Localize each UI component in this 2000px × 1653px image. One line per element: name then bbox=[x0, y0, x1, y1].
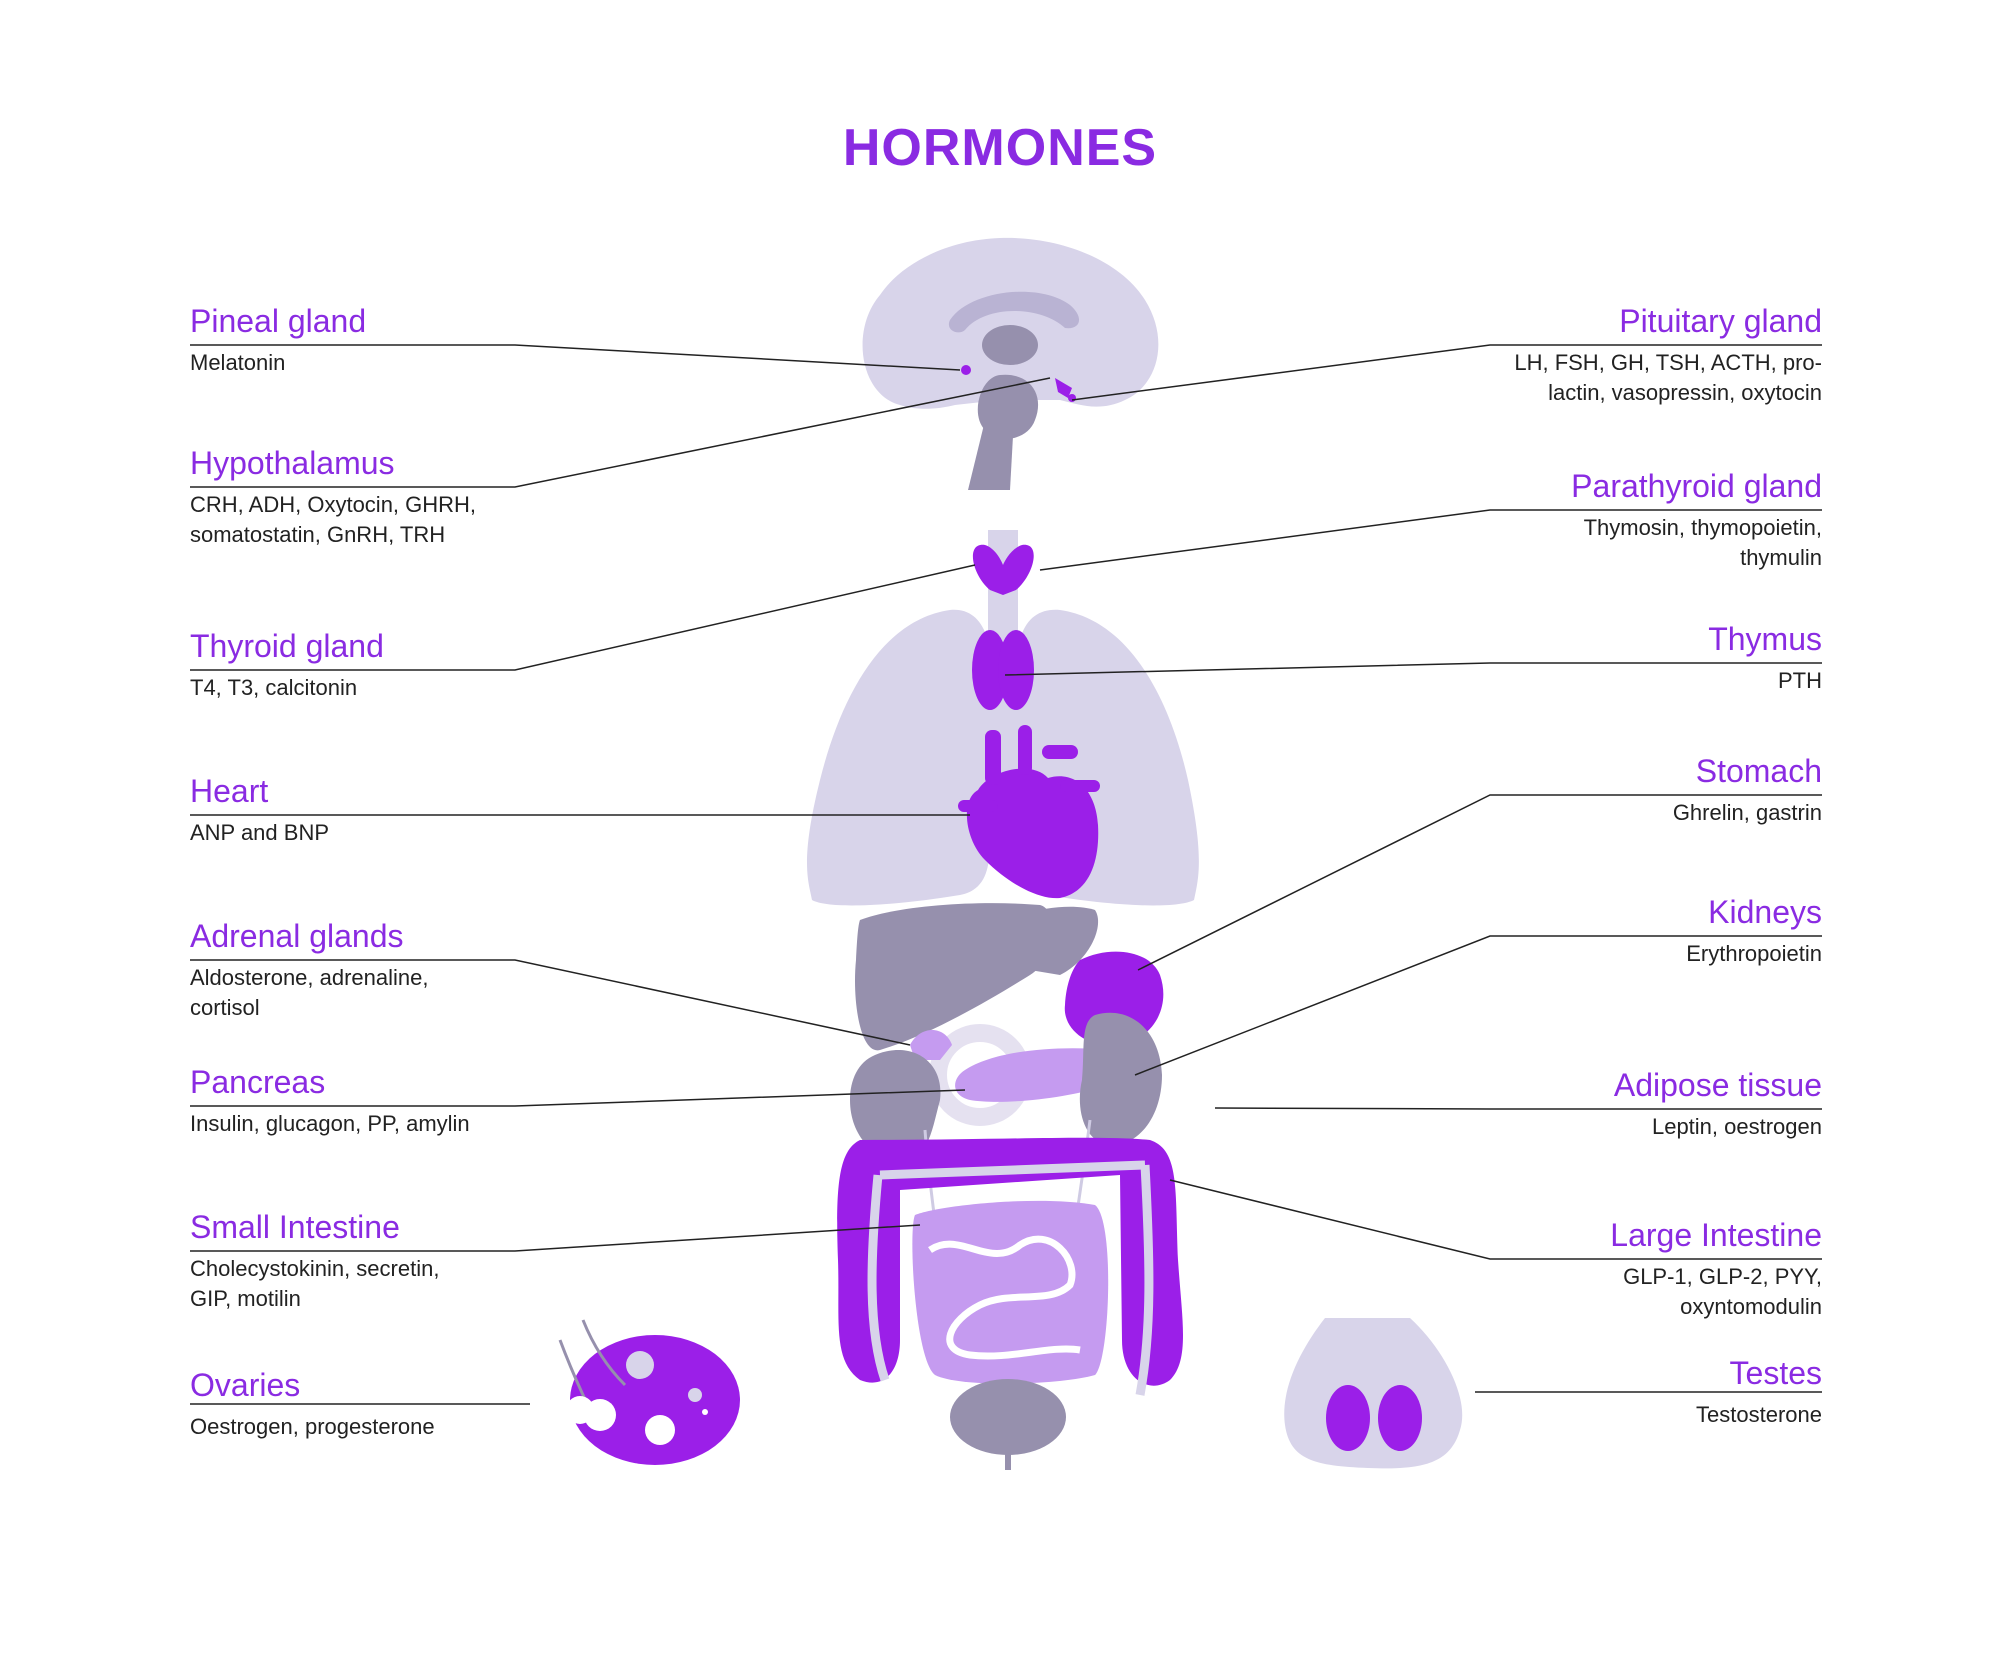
pituitary-gland-marker bbox=[1055, 378, 1072, 398]
hormone-line: Thymosin, thymopoietin, bbox=[1583, 515, 1822, 540]
label-hormones: CRH, ADH, Oxytocin, GHRH, somatostatin, … bbox=[190, 490, 476, 550]
label-name: Stomach bbox=[1695, 753, 1822, 789]
leader-pineal bbox=[190, 344, 961, 371]
label-name: Pituitary gland bbox=[1619, 303, 1822, 339]
label-hormones: Melatonin bbox=[190, 348, 366, 378]
hormone-line: ANP and BNP bbox=[190, 820, 330, 845]
label-hormones: Erythropoietin bbox=[1686, 939, 1822, 969]
hormone-line: cortisol bbox=[190, 995, 260, 1020]
label-name: Testes bbox=[1729, 1355, 1822, 1391]
hormone-line: LH, FSH, GH, TSH, ACTH, pro- bbox=[1514, 350, 1822, 375]
heart-illustration bbox=[958, 725, 1100, 899]
label-pancreas: Pancreas Insulin, glucagon, PP, amylin bbox=[190, 1063, 470, 1139]
bladder-illustration bbox=[950, 1379, 1066, 1455]
label-name: Pineal gland bbox=[190, 303, 367, 339]
leader-hypothalamus bbox=[190, 377, 1051, 488]
label-name: Kidneys bbox=[1708, 894, 1822, 930]
leader-thyroid bbox=[190, 564, 976, 671]
label-name: Adipose tissue bbox=[1613, 1067, 1822, 1103]
hormone-line: GLP-1, GLP-2, PYY, bbox=[1623, 1264, 1822, 1289]
label-hormones: Testosterone bbox=[1696, 1400, 1822, 1430]
hormone-line: Cholecystokinin, secretin, bbox=[190, 1256, 440, 1281]
label-name: Parathyroid gland bbox=[1571, 468, 1822, 504]
ovary-illustration bbox=[558, 1319, 740, 1465]
label-hormones: T4, T3, calcitonin bbox=[190, 673, 384, 703]
hormone-line: Oestrogen, progesterone bbox=[190, 1414, 435, 1439]
hormone-line: GIP, motilin bbox=[190, 1286, 301, 1311]
leader-kidneys bbox=[1134, 935, 1822, 1076]
leader-pancreas bbox=[190, 1089, 966, 1107]
label-hormones: LH, FSH, GH, TSH, ACTH, pro- lactin, vas… bbox=[1514, 348, 1822, 408]
label-hormones: GLP-1, GLP-2, PYY, oxyntomodulin bbox=[1610, 1262, 1822, 1322]
label-heart: Heart ANP and BNP bbox=[190, 772, 329, 848]
label-ovaries: Ovaries Oestrogen, progesterone bbox=[190, 1366, 435, 1442]
adrenal-gland-illustration bbox=[910, 1030, 952, 1060]
label-parathyroid-gland: Parathyroid gland Thymosin, thymopoietin… bbox=[1571, 467, 1822, 573]
label-name: Ovaries bbox=[190, 1367, 301, 1403]
label-hormones: Aldosterone, adrenaline, cortisol bbox=[190, 963, 429, 1023]
label-pituitary-gland: Pituitary gland LH, FSH, GH, TSH, ACTH, … bbox=[1514, 302, 1822, 408]
hormone-line: somatostatin, GnRH, TRH bbox=[190, 522, 446, 547]
label-hormones: Oestrogen, progesterone bbox=[190, 1412, 435, 1442]
label-thymus: Thymus PTH bbox=[1708, 620, 1822, 696]
label-hormones: Leptin, oestrogen bbox=[1614, 1112, 1822, 1142]
label-name: Pancreas bbox=[190, 1064, 326, 1100]
leader-adipose bbox=[1214, 1107, 1822, 1110]
label-adrenal-glands: Adrenal glands Aldosterone, adrenaline, … bbox=[190, 917, 429, 1023]
leader-large-intestine bbox=[1169, 1179, 1822, 1260]
label-hormones: Thymosin, thymopoietin, thymulin bbox=[1571, 513, 1822, 573]
hormone-line: PTH bbox=[1778, 668, 1822, 693]
hormone-line: Leptin, oestrogen bbox=[1651, 1114, 1822, 1139]
label-pineal-gland: Pineal gland Melatonin bbox=[190, 302, 366, 378]
label-name: Thyroid gland bbox=[190, 628, 384, 664]
label-adipose-tissue: Adipose tissue Leptin, oestrogen bbox=[1614, 1066, 1822, 1142]
label-testes: Testes Testosterone bbox=[1696, 1354, 1822, 1430]
page-title: HORMONES bbox=[842, 119, 1158, 177]
leader-lines bbox=[190, 344, 1822, 1405]
label-small-intestine: Small Intestine Cholecystokinin, secreti… bbox=[190, 1208, 439, 1314]
thyroid-illustration bbox=[972, 544, 1034, 595]
leader-parathyroid bbox=[1039, 509, 1822, 571]
hormone-line: Ghrelin, gastrin bbox=[1672, 800, 1822, 825]
liver-illustration bbox=[855, 903, 1053, 1051]
label-name: Hypothalamus bbox=[190, 445, 395, 481]
label-hormones: Ghrelin, gastrin bbox=[1673, 798, 1822, 828]
label-name: Heart bbox=[190, 773, 269, 809]
hormone-line: lactin, vasopressin, oxytocin bbox=[1548, 380, 1822, 405]
label-kidneys: Kidneys Erythropoietin bbox=[1686, 893, 1822, 969]
label-name: Adrenal glands bbox=[190, 918, 404, 954]
label-thyroid-gland: Thyroid gland T4, T3, calcitonin bbox=[190, 627, 384, 703]
label-hypothalamus: Hypothalamus CRH, ADH, Oxytocin, GHRH, s… bbox=[190, 444, 476, 550]
large-intestine-illustration bbox=[837, 1137, 1183, 1396]
hormone-line: Melatonin bbox=[190, 350, 286, 375]
thymus-illustration bbox=[972, 630, 1034, 710]
label-hormones: PTH bbox=[1708, 666, 1822, 696]
leader-adrenal bbox=[190, 959, 911, 1046]
leader-stomach bbox=[1137, 794, 1822, 971]
label-name: Thymus bbox=[1708, 621, 1822, 657]
brain-illustration bbox=[862, 237, 1159, 490]
leader-thymus bbox=[1004, 662, 1822, 676]
label-name: Large Intestine bbox=[1610, 1217, 1822, 1253]
label-name: Small Intestine bbox=[190, 1209, 400, 1245]
hormone-line: Erythropoietin bbox=[1686, 941, 1822, 966]
leader-pituitary bbox=[1071, 344, 1822, 401]
leader-small-intestine bbox=[190, 1224, 921, 1252]
hormone-line: CRH, ADH, Oxytocin, GHRH, bbox=[190, 492, 477, 517]
label-hormones: Insulin, glucagon, PP, amylin bbox=[190, 1109, 470, 1139]
testes-illustration bbox=[1284, 1318, 1463, 1469]
label-stomach: Stomach Ghrelin, gastrin bbox=[1673, 752, 1822, 828]
label-large-intestine: Large Intestine GLP-1, GLP-2, PYY, oxynt… bbox=[1610, 1216, 1822, 1322]
hormone-line: oxyntomodulin bbox=[1680, 1294, 1822, 1319]
label-hormones: Cholecystokinin, secretin, GIP, motilin bbox=[190, 1254, 439, 1314]
hormone-line: Insulin, glucagon, PP, amylin bbox=[190, 1111, 470, 1136]
label-hormones: ANP and BNP bbox=[190, 818, 329, 848]
hormone-line: Aldosterone, adrenaline, bbox=[190, 965, 429, 990]
hormone-line: thymulin bbox=[1740, 545, 1822, 570]
hormone-line: T4, T3, calcitonin bbox=[190, 675, 358, 700]
pineal-gland-marker bbox=[961, 365, 971, 375]
hormone-line: Testosterone bbox=[1696, 1402, 1822, 1427]
